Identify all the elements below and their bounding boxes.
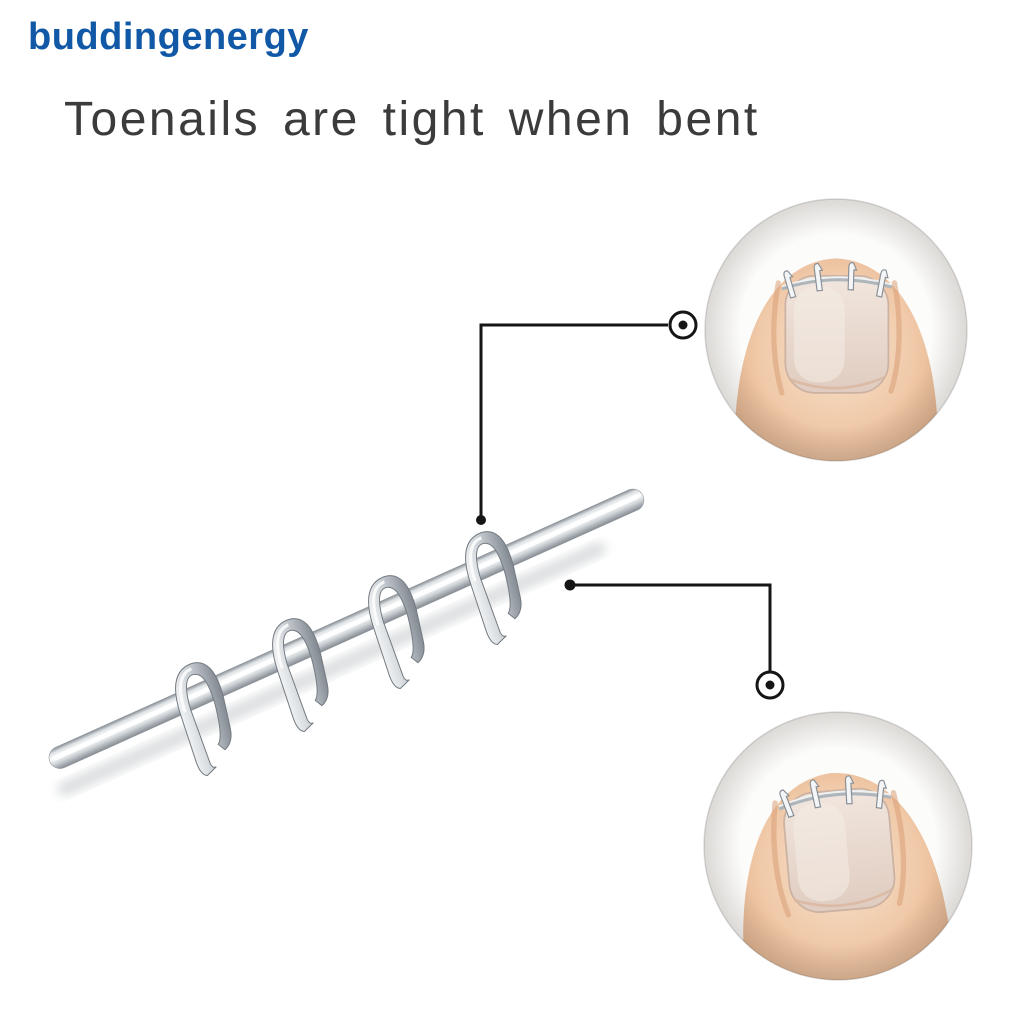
inset-photo-top [704, 198, 968, 462]
wire-rod [48, 488, 645, 769]
callout-marker-dot-bottom [765, 680, 775, 690]
callout-marker-dot-top [678, 320, 688, 330]
inset-photo-bottom [691, 699, 985, 993]
callout-line-top [479, 323, 668, 518]
callout-start-dot-bottom [564, 579, 576, 591]
watermark-text: buddingenergy [28, 16, 309, 58]
callout-start-dot-top [476, 515, 486, 525]
toe-closeup-bottom [691, 699, 985, 993]
callout-line-bottom [572, 583, 772, 671]
rod-shadow [57, 541, 606, 797]
title-text: Toenails are tight when bent [64, 93, 760, 146]
